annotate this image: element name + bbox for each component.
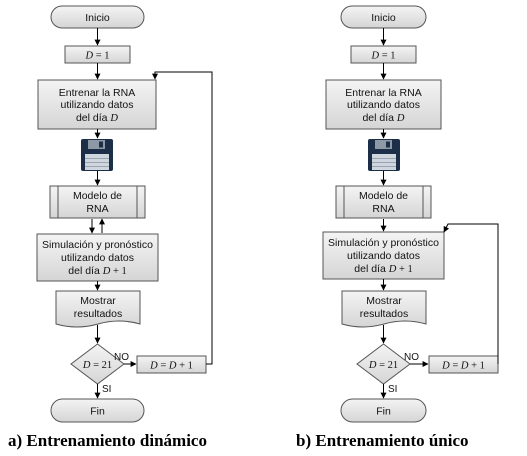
start-label: Inicio [371,12,396,24]
init-d-box-a: D = 1 [64,45,131,64]
model-predefined-box-b: Modelo de RNA [335,185,432,219]
svg-text:del día D: del día D [362,112,404,124]
start-terminator-a: Inicio [50,5,145,29]
floppy-disk-icon [368,139,400,171]
floppy-disk-icon [81,139,113,171]
start-label: Inicio [85,12,110,24]
increment-suffix: + 1 [468,361,484,372]
si-edge-label: SI [388,384,397,395]
caption-b: b) Entrenamiento único [296,431,469,450]
results-label-line2: resultados [360,308,408,320]
end-terminator-a: Fin [50,398,145,423]
train-process-box-b: Entrenar la RNA utilizando datos del día… [325,79,442,130]
results-label-line1: Mostrar [80,295,116,307]
loop-connector-b [443,223,499,364]
model-label-line1: Modelo de [359,190,408,202]
train-process-box-a: Entrenar la RNA utilizando datos del día… [37,79,157,130]
d-variable: D [168,361,177,372]
d-variable: D [368,360,377,371]
increment-box-a: D = D + 1 [136,355,207,374]
simulation-process-box-b: Simulación y pronóstico utilizando datos… [322,231,445,280]
decision-condition: = 21 [90,360,112,371]
start-terminator-b: Inicio [340,5,427,29]
sim-label-line3: del día [354,263,388,275]
d-init-value: = 1 [379,51,395,62]
end-terminator-b: Fin [340,398,427,423]
results-label-line1: Mostrar [366,295,402,307]
d-variable: D [149,361,158,372]
results-label-line2: resultados [74,308,122,320]
d-variable: D [84,51,93,62]
svg-text:D = 1: D = 1 [84,51,109,62]
svg-text:D = 21: D = 21 [368,360,398,371]
init-d-box-b: D = 1 [350,45,417,64]
d-init-value: = 1 [93,51,109,62]
d-variable: D [82,360,91,371]
end-label: Fin [376,406,391,418]
train-label-line3: del día [76,112,110,124]
decision-condition: = 21 [376,360,398,371]
train-label-line1: Entrenar la RNA [345,87,421,99]
svg-text:D = 1: D = 1 [370,51,395,62]
no-edge-label: NO [404,352,419,363]
model-label-line2: RNA [372,203,394,215]
svg-text:D = D + 1: D = D + 1 [441,361,485,372]
svg-text:del día D + 1: del día D + 1 [68,265,126,277]
svg-text:del día D: del día D [76,112,118,124]
panel-b-single-training: Inicio D = 1 Entrenar la RNA utilizando … [296,5,499,450]
caption-a: a) Entrenamiento dinámico [8,431,207,450]
sim-label-plus-one: + 1 [110,266,126,277]
train-label-line3: del día [362,112,396,124]
d-variable: D [388,264,397,275]
increment-suffix: + 1 [176,361,192,372]
show-results-document-a: Mostrar resultados [55,290,141,328]
model-label-line2: RNA [86,203,108,215]
sim-label-line1: Simulación y pronóstico [328,237,439,249]
increment-box-b: D = D + 1 [428,355,499,374]
d-variable: D [441,361,450,372]
sim-label-line2: utilizando datos [61,252,134,264]
end-label: Fin [90,406,105,418]
svg-text:D = D + 1: D = D + 1 [149,361,193,372]
train-label-line2: utilizando datos [347,99,420,111]
d-variable: D [460,361,469,372]
sim-label-line3: del día [68,265,102,277]
show-results-document-b: Mostrar resultados [341,290,427,328]
d-variable: D [102,266,111,277]
model-label-line1: Modelo de [73,190,122,202]
decision-diamond-b: D = 21 [356,343,411,385]
decision-diamond-a: D = 21 [70,343,125,385]
svg-text:D = 21: D = 21 [82,360,112,371]
model-predefined-box-a: Modelo de RNA [49,185,146,219]
sim-label-plus-one: + 1 [396,264,412,275]
train-label-line1: Entrenar la RNA [59,87,135,99]
sim-label-line1: Simulación y pronóstico [42,239,153,251]
sim-label-line2: utilizando datos [347,250,420,262]
d-variable: D [396,113,405,124]
no-edge-label: NO [114,352,129,363]
d-variable: D [370,51,379,62]
panel-a-dynamic-training: Inicio D = 1 Entrenar la RNA utilizando … [8,5,213,450]
train-label-line2: utilizando datos [61,99,134,111]
simulation-process-box-a: Simulación y pronóstico utilizando datos… [36,233,159,282]
d-variable: D [109,113,118,124]
svg-text:del día D + 1: del día D + 1 [354,263,412,275]
si-edge-label: SI [102,384,111,395]
loop-connector-a [152,71,213,365]
